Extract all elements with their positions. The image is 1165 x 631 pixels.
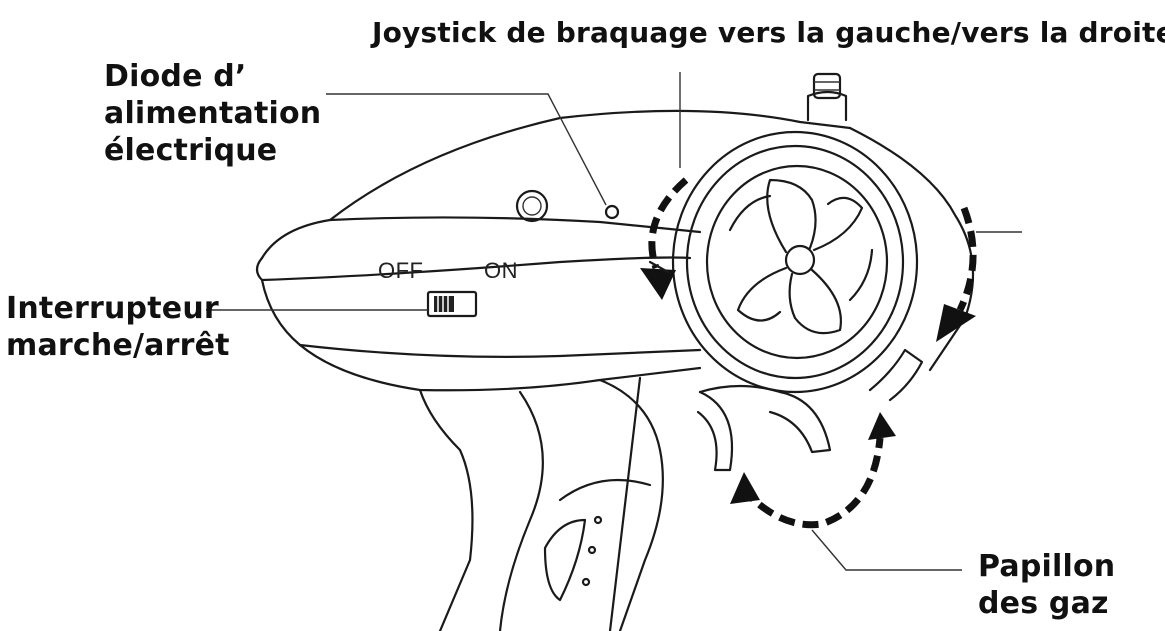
power-switch-label-line-2: marche/arrêt — [6, 328, 230, 363]
steering-arrow-right — [936, 206, 977, 342]
power-diode-label-line-1: Diode d’ — [104, 59, 247, 94]
throttle-trigger — [696, 348, 924, 472]
power-switch-label-line-1: Interrupteur — [6, 291, 219, 326]
power-diode-label-line-2: alimentation — [104, 96, 322, 131]
trim-knob — [515, 189, 549, 223]
switch-off-text: OFF — [378, 258, 424, 283]
antenna — [806, 72, 848, 122]
power-switch — [426, 290, 478, 318]
throttle-label-line-2: des gaz — [978, 586, 1109, 621]
throttle-arrow — [730, 412, 896, 529]
steering-wheel — [671, 130, 919, 394]
joystick-label: Joystick de braquage vers la gauche/vers… — [372, 16, 1165, 49]
power-diode — [604, 204, 620, 220]
power-switch-label: Interrupteur marche/arrêt — [6, 290, 230, 364]
transmitter-body — [255, 109, 975, 631]
throttle-label: Papillon des gaz — [978, 548, 1115, 622]
throttle-label-line-1: Papillon — [978, 549, 1116, 584]
power-diode-label-line-3: électrique — [104, 133, 278, 168]
power-diode-label: Diode d’ alimentation électrique — [104, 58, 321, 169]
leader-lines — [206, 72, 1022, 571]
switch-on-text: ON — [484, 258, 518, 283]
steering-arrow-left — [640, 177, 689, 300]
